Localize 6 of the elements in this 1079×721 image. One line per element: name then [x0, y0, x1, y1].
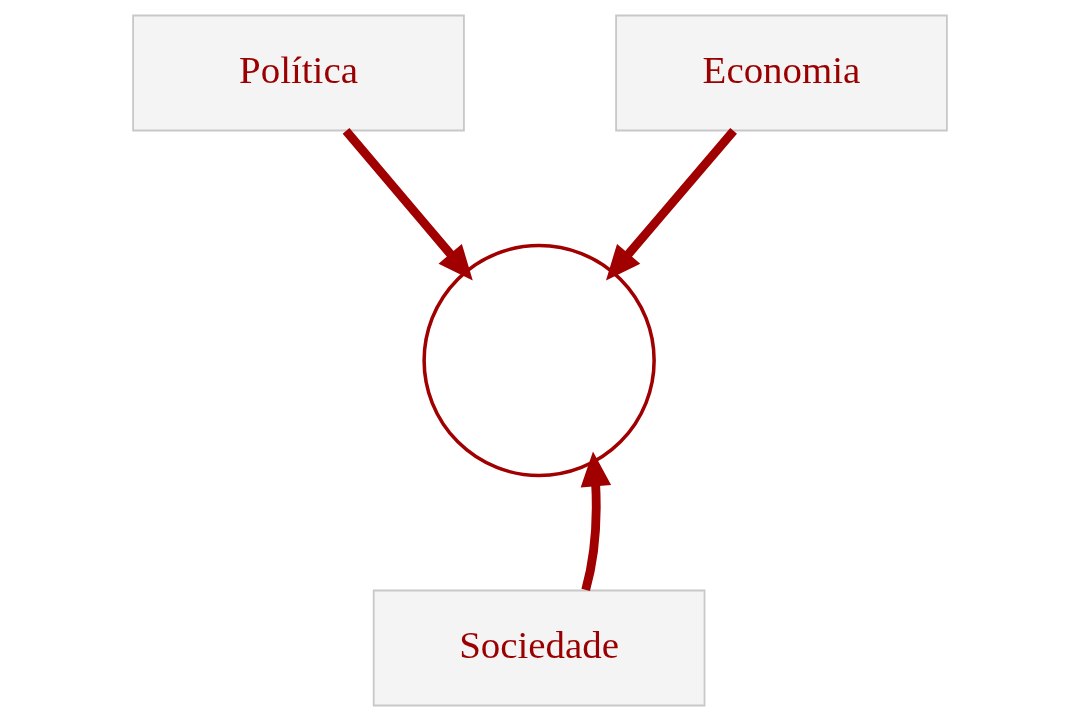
node-box: Política	[131, 14, 465, 132]
arrow	[605, 128, 737, 281]
arrow	[342, 128, 473, 281]
node-box: Economia	[614, 14, 948, 132]
node-box: Sociedade	[372, 589, 705, 707]
arrow	[580, 451, 611, 592]
